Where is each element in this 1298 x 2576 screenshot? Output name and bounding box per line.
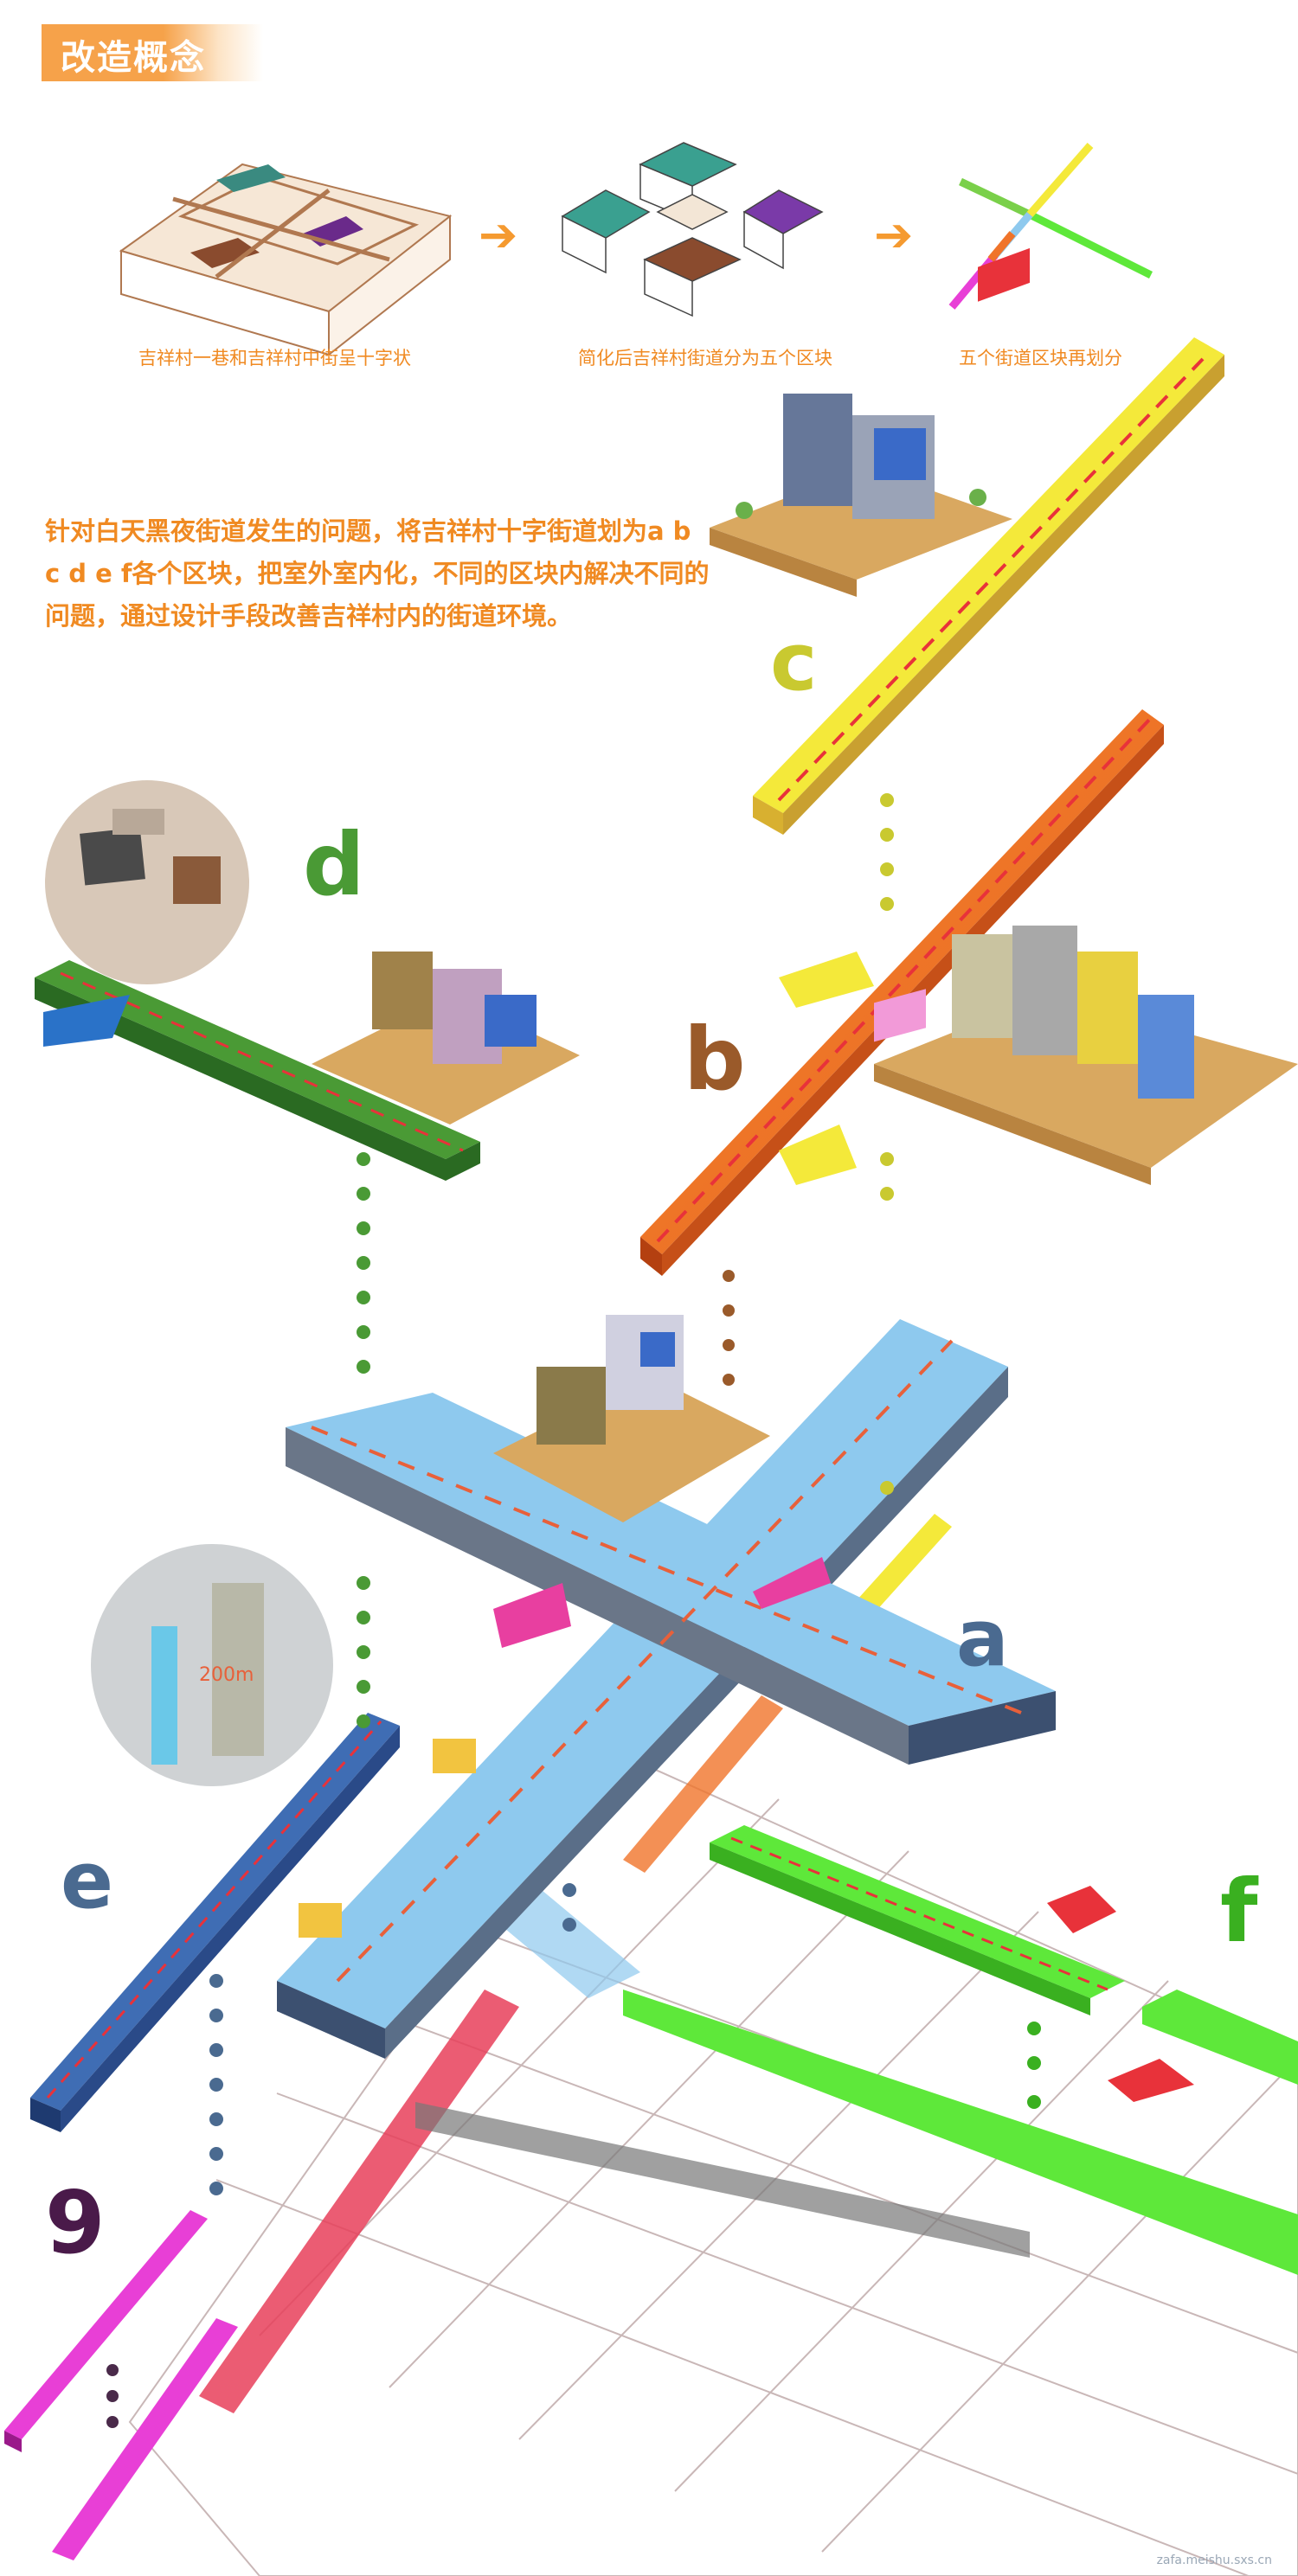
zone-c-red-block xyxy=(978,247,1030,302)
description-line: 问题，通过设计手段改善吉祥村内的街道环境。 xyxy=(45,601,573,631)
zone-d-platform xyxy=(312,952,580,1125)
zone-a-magenta-pad xyxy=(493,1583,571,1648)
header-tag xyxy=(42,24,263,81)
inset-circle-d xyxy=(45,780,249,984)
street-grid-base xyxy=(128,1746,1298,2576)
arrow-right-icon: ➔ xyxy=(874,208,914,262)
step1-block-plan xyxy=(119,163,453,357)
zone-f-bar xyxy=(710,1825,1298,2102)
watermark: zafa.meishu.sxs.cn xyxy=(1156,2554,1272,2567)
ground-strip-blue xyxy=(485,1886,640,1998)
dotted-connector-f xyxy=(1027,2022,1041,2109)
ground-strip-orange xyxy=(623,1695,783,1873)
ground-strip-grey xyxy=(415,2102,1030,2258)
dotted-connector-d xyxy=(357,1152,370,1728)
inset-distance-label: 200m xyxy=(199,1664,254,1686)
dotted-connector-c xyxy=(880,793,894,1495)
zone-a-magenta-pad xyxy=(753,1557,831,1609)
zone-d-bar xyxy=(35,960,480,1181)
arrow-right-icon: ➔ xyxy=(479,208,518,262)
step3-caption: 五个街道区块再划分 xyxy=(959,348,1122,368)
zone-label-e: e xyxy=(61,1836,114,1926)
step3-cross-colors xyxy=(948,143,1153,310)
ground-strip-green xyxy=(623,1990,1298,2275)
zone-g-bar xyxy=(4,2210,208,2452)
zone-b-yellow-patch xyxy=(779,952,874,1008)
zone-label-b: b xyxy=(684,1009,746,1110)
ground-strip-pink xyxy=(199,1990,519,2413)
zone-label-f: f xyxy=(1220,1861,1258,1962)
ground-strip-yellow xyxy=(857,1514,952,1613)
zone-a-cross xyxy=(277,989,1056,2059)
zone-b-platform xyxy=(874,926,1298,1185)
zone-label-a: a xyxy=(956,1593,1009,1684)
zone-a-platform xyxy=(493,1315,770,1522)
ground-strip-magenta xyxy=(52,2318,238,2560)
zone-b-bar xyxy=(640,709,1164,1276)
step2-caption: 简化后吉祥村街道分为五个区块 xyxy=(578,348,832,368)
zone-c-bar xyxy=(753,337,1224,835)
dotted-connector-b xyxy=(723,1270,735,1386)
description: 针对白天黑夜街道发生的问题，将吉祥村十字街道划为a b c d e f各个区块，… xyxy=(45,510,737,638)
page-title: 改造概念 xyxy=(61,38,206,78)
zone-c-platform xyxy=(710,394,1012,597)
zone-label-c: c xyxy=(770,616,818,708)
zone-label-g: 9 xyxy=(45,2172,106,2273)
dotted-connector-e xyxy=(209,1883,576,2195)
dotted-connector-g xyxy=(106,2364,119,2428)
step1-caption: 吉祥村一巷和吉祥村中街呈十字状 xyxy=(138,348,411,368)
description-line: 针对白天黑夜街道发生的问题，将吉祥村十字街道划为a b xyxy=(45,516,691,546)
description-line: c d e f各个区块，把室外室内化，不同的区块内解决不同的 xyxy=(45,559,710,588)
step2-blocks xyxy=(561,142,824,317)
zone-label-d: d xyxy=(303,814,365,915)
zone-b-yellow-patch xyxy=(779,1125,857,1185)
